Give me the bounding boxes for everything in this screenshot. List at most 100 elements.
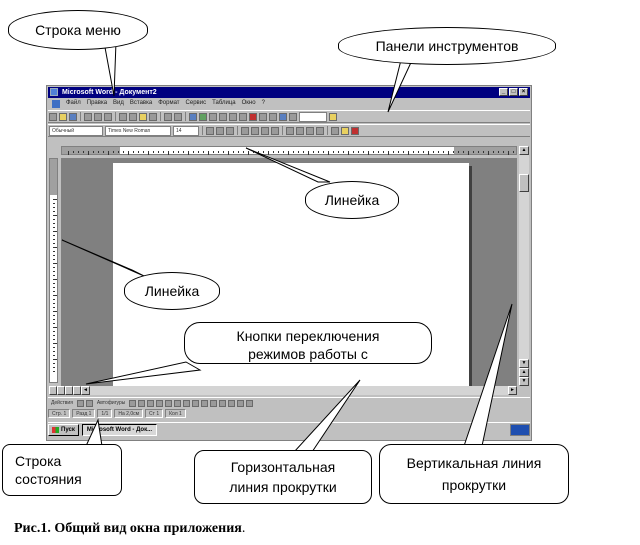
font-select[interactable]: Times New Roman (105, 125, 171, 136)
tables-borders-icon[interactable] (209, 112, 217, 121)
borders-icon[interactable] (331, 126, 339, 135)
bullets-icon[interactable] (296, 126, 304, 135)
font-color-icon[interactable] (351, 126, 359, 135)
next-page-icon[interactable]: ▼ (519, 377, 529, 386)
ruler-tick (53, 223, 55, 224)
ruler-tick (53, 275, 55, 276)
align-left-icon[interactable] (241, 126, 249, 135)
justify-icon[interactable] (271, 126, 279, 135)
arrow-style-icon[interactable] (228, 399, 236, 407)
text-box-icon[interactable] (165, 399, 173, 407)
line-color-icon[interactable] (192, 399, 200, 407)
ruler-tick (53, 315, 55, 316)
office-assistant-icon[interactable] (329, 112, 337, 121)
vertical-ruler[interactable] (49, 158, 58, 383)
document-map-icon[interactable] (259, 112, 267, 121)
normal-view-button[interactable] (49, 386, 57, 395)
show-hide-icon[interactable] (269, 112, 277, 121)
word-app-icon (50, 88, 58, 96)
insert-excel-icon[interactable] (229, 112, 237, 121)
print-icon[interactable] (84, 112, 92, 121)
align-right-icon[interactable] (261, 126, 269, 135)
start-button[interactable]: Пуск (48, 424, 79, 436)
line-icon[interactable] (129, 399, 137, 407)
page-layout-view-button[interactable] (65, 386, 73, 395)
horizontal-scroll-track[interactable] (90, 386, 508, 395)
underline-icon[interactable] (226, 126, 234, 135)
horizontal-ruler[interactable] (61, 146, 517, 155)
menu-edit[interactable]: Правка (86, 100, 108, 106)
ruler-tick (303, 151, 304, 153)
outline-view-button[interactable] (73, 386, 81, 395)
menu-tools[interactable]: Сервис (185, 100, 207, 106)
print-preview-icon[interactable] (94, 112, 102, 121)
menu-insert[interactable]: Вставка (129, 100, 153, 106)
ruler-tick (53, 347, 55, 348)
rectangle-icon[interactable] (147, 399, 155, 407)
save-icon[interactable] (69, 112, 77, 121)
vertical-scrollbar[interactable]: ▲ ▼ ▲ ▼ (519, 146, 529, 386)
menu-format[interactable]: Формат (158, 100, 180, 106)
hyperlink-icon[interactable] (189, 112, 197, 121)
maximize-button[interactable]: □ (509, 88, 518, 96)
web-view-button[interactable] (57, 386, 65, 395)
formula-icon[interactable] (289, 112, 297, 121)
3d-icon[interactable] (246, 399, 254, 407)
wordart-icon[interactable] (174, 399, 182, 407)
menu-view[interactable]: Вид (113, 100, 124, 106)
menu-file[interactable]: Файл (66, 100, 81, 106)
select-objects-icon[interactable] (76, 399, 84, 407)
vertical-scroll-thumb[interactable] (519, 174, 529, 192)
font-size-select[interactable]: 14 (173, 125, 199, 136)
scroll-left-arrow-icon[interactable]: ◄ (81, 386, 90, 395)
decrease-indent-icon[interactable] (306, 126, 314, 135)
shadow-icon[interactable] (237, 399, 245, 407)
drawing-icon[interactable] (249, 112, 257, 121)
undo-icon[interactable] (164, 112, 172, 121)
paste-icon[interactable] (139, 112, 147, 121)
dash-style-icon[interactable] (219, 399, 227, 407)
document-icon[interactable] (52, 99, 60, 108)
increase-indent-icon[interactable] (316, 126, 324, 135)
free-rotate-icon[interactable] (85, 399, 93, 407)
fill-color-icon[interactable] (183, 399, 191, 407)
numbering-icon[interactable] (286, 126, 294, 135)
bold-icon[interactable] (206, 126, 214, 135)
autoshapes-menu[interactable]: Автофигуры (96, 400, 126, 406)
scroll-down-arrow-icon[interactable]: ▼ (519, 359, 529, 368)
format-painter-icon[interactable] (149, 112, 157, 121)
menu-window[interactable]: Окно (241, 100, 256, 106)
columns-icon[interactable] (239, 112, 247, 121)
open-folder-icon[interactable] (59, 112, 67, 121)
draw-actions-menu[interactable]: Действия (51, 400, 73, 406)
italic-icon[interactable] (216, 126, 224, 135)
close-button[interactable]: × (519, 88, 528, 96)
menu-table[interactable]: Таблица (212, 100, 236, 106)
symbol-icon[interactable] (279, 112, 287, 121)
oval-icon[interactable] (156, 399, 164, 407)
zoom-select[interactable] (299, 111, 327, 122)
spelling-icon[interactable] (104, 112, 112, 121)
minimize-button[interactable]: _ (499, 88, 508, 96)
scroll-up-arrow-icon[interactable]: ▲ (519, 146, 529, 155)
copy-icon[interactable] (129, 112, 137, 121)
web-toolbar-icon[interactable] (199, 112, 207, 121)
taskbar-word-button[interactable]: Microsoft Word - Док... (81, 424, 158, 436)
previous-page-icon[interactable]: ▲ (519, 368, 529, 377)
scroll-right-arrow-icon[interactable]: ► (508, 386, 517, 395)
horizontal-scrollbar[interactable]: ◄ ► (49, 386, 517, 395)
ruler-tick (393, 151, 394, 153)
line-style-icon[interactable] (210, 399, 218, 407)
menu-help[interactable]: ? (261, 100, 265, 106)
insert-table-icon[interactable] (219, 112, 227, 121)
figure-caption: Рис.1. Общий вид окна приложения. (14, 521, 245, 537)
arrow-icon[interactable] (138, 399, 146, 407)
new-document-icon[interactable] (49, 112, 57, 121)
cut-icon[interactable] (119, 112, 127, 121)
style-select[interactable]: Обычный (49, 125, 103, 136)
drawing-font-color-icon[interactable] (201, 399, 209, 407)
redo-icon[interactable] (174, 112, 182, 121)
ruler-tick (53, 203, 55, 204)
align-center-icon[interactable] (251, 126, 259, 135)
highlight-icon[interactable] (341, 126, 349, 135)
